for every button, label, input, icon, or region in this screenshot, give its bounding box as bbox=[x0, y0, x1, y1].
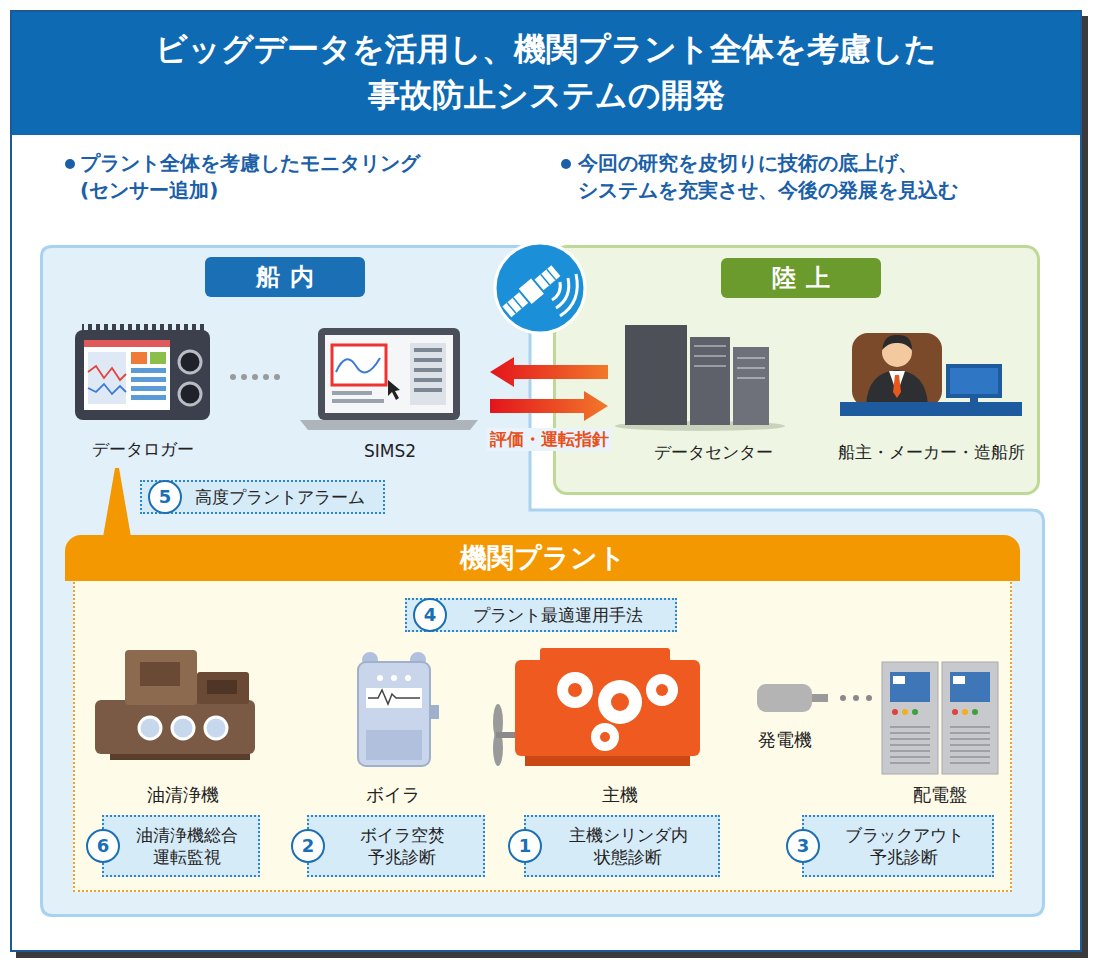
main-engine-icon bbox=[493, 648, 700, 766]
bullet-dot bbox=[561, 159, 571, 169]
bullet-dot bbox=[65, 159, 75, 169]
bullet-text: 今回の研究を皮切りに技術の底上げ、 システムを充実させ、今後の発展を見込む bbox=[578, 150, 1028, 204]
equipment-name: 配電盤 bbox=[913, 783, 967, 807]
equipment-node: データセンター bbox=[610, 323, 816, 468]
dot bbox=[252, 374, 258, 380]
person-icon bbox=[840, 333, 1022, 416]
label-text: ブラックアウト 予兆診断 bbox=[824, 824, 984, 868]
label-text: 油清浄機総合 運転監視 bbox=[124, 824, 250, 868]
label-box: 6油清浄機総合 運転監視 bbox=[102, 815, 260, 877]
title-band: ビッグデータを活用し、機関プラント全体を考慮した 事故防止システムの開発 bbox=[12, 12, 1080, 135]
callout-number: 3 bbox=[786, 829, 820, 863]
dotted-connector bbox=[230, 374, 280, 380]
label-text: 高度プラントアラーム bbox=[184, 486, 375, 508]
equipment-name: データセンター bbox=[610, 441, 816, 464]
generator-icon bbox=[757, 684, 872, 712]
equipment-name: 発電機 bbox=[758, 728, 812, 752]
label-box: 5高度プラントアラーム bbox=[140, 480, 385, 514]
label-text: ボイラ空焚 予兆診断 bbox=[329, 824, 475, 868]
equipment-name: 主機 bbox=[602, 783, 638, 807]
bullet-text: プラント全体を考慮したモニタリング (センサー追加) bbox=[80, 150, 530, 204]
callout-number: 5 bbox=[148, 480, 182, 514]
label-text-group: ブラックアウト 予兆診断 bbox=[824, 824, 984, 868]
data-logger-icon bbox=[75, 324, 210, 420]
leader-wedge bbox=[103, 468, 131, 537]
callout-number: 6 bbox=[86, 829, 120, 863]
label-text: 主機シリンダ内 状態診断 bbox=[546, 824, 710, 868]
equipment-name: ボイラ bbox=[366, 783, 420, 807]
label-text: プラント最適運用手法 bbox=[449, 604, 667, 626]
block-arrow bbox=[490, 391, 608, 421]
label-box: 4プラント最適運用手法 bbox=[405, 598, 677, 632]
label-box: 1主機シリンダ内 状態診断 bbox=[524, 815, 720, 877]
callout-number: 2 bbox=[291, 829, 325, 863]
region: 陸上データセンター船主・メーカー・造船所 bbox=[553, 245, 1040, 495]
dot bbox=[274, 374, 280, 380]
label-text-group: プラント最適運用手法 bbox=[449, 604, 667, 626]
callout-number: 1 bbox=[508, 829, 542, 863]
satellite-icon bbox=[495, 243, 585, 333]
label-text-group: ボイラ空焚 予兆診断 bbox=[329, 824, 475, 868]
title: ビッグデータを活用し、機関プラント全体を考慮した 事故防止システムの開発 bbox=[46, 26, 1046, 118]
laptop-icon bbox=[300, 328, 478, 430]
switchboard-icon bbox=[882, 662, 998, 774]
dot bbox=[230, 374, 236, 380]
edge-label: 評価・運転指針 bbox=[487, 428, 612, 451]
boiler-icon bbox=[358, 652, 439, 766]
equipment-name: データロガー bbox=[62, 438, 223, 461]
dot bbox=[263, 374, 269, 380]
plant-panel: 機関プラント 4プラント最適運用手法 6油清浄機総合 運転監視 2ボイラ空焚 予兆診断… bbox=[65, 535, 1020, 892]
label-text-group: 油清浄機総合 運転監視 bbox=[124, 824, 250, 868]
equipment-node: データロガー bbox=[62, 320, 223, 465]
equipment-name: SIMS2 bbox=[292, 441, 488, 461]
region-heading: 船内 bbox=[205, 257, 365, 297]
callout-number: 4 bbox=[413, 598, 447, 632]
label-text-group: 高度プラントアラーム bbox=[184, 486, 375, 508]
server-icon bbox=[615, 325, 785, 431]
label-box: 2ボイラ空焚 予兆診断 bbox=[307, 815, 485, 877]
panel-heading: 機関プラント bbox=[65, 535, 1020, 581]
equipment-node: 船主・メーカー・造船所 bbox=[828, 323, 1034, 468]
label-text-group: 主機シリンダ内 状態診断 bbox=[546, 824, 710, 868]
equipment-node: SIMS2 bbox=[292, 320, 488, 465]
label-box: 3ブラックアウト 予兆診断 bbox=[802, 815, 994, 877]
equipment-name: 油清浄機 bbox=[147, 783, 219, 807]
equipment-name: 船主・メーカー・造船所 bbox=[828, 441, 1034, 464]
region-heading: 陸上 bbox=[721, 258, 881, 298]
block-arrow bbox=[490, 357, 608, 387]
oil-purifier-icon bbox=[95, 650, 255, 760]
dot bbox=[241, 374, 247, 380]
